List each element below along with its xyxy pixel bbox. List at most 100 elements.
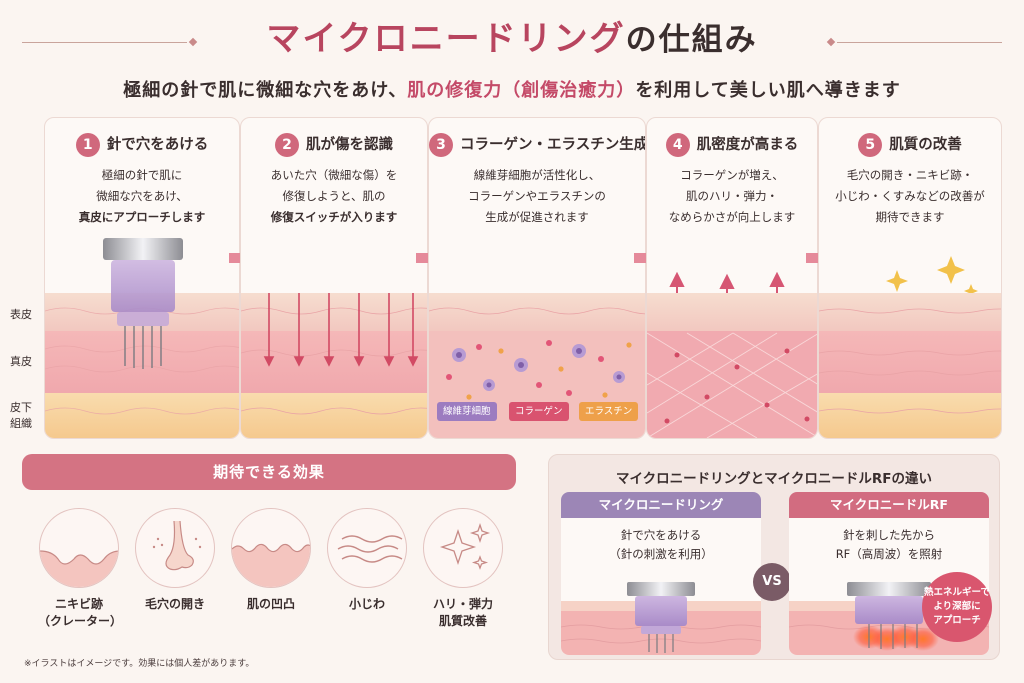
step-2-number: 2: [275, 133, 299, 157]
comparison-desc-line: 針を刺した先から: [843, 528, 935, 542]
microneedle-device-icon: [103, 238, 183, 369]
step-5-desc-line: 毛穴の開き・ニキビ跡・: [846, 168, 974, 182]
step-3-card: 3 コラーゲン・エラスチン生成 線維芽細胞が活性化し、 コラーゲンやエラスチンの …: [428, 117, 646, 439]
step-4-card: 4 肌密度が高まる コラーゲンが増え、 肌のハリ・弾力・ なめらかさが向上します: [646, 117, 818, 439]
effect-label-line: 肌の凹凸: [246, 597, 295, 611]
step-2-desc-line: あいた穴（微細な傷）を: [270, 168, 398, 182]
step-1-card: 1 針で穴をあける 極細の針で肌に 微細な穴をあけ、 真皮にアプローチします: [44, 117, 240, 439]
step-3-desc-line: 線維芽細胞が活性化し、: [473, 168, 601, 182]
effect-item: 毛穴の開き: [134, 508, 216, 613]
step-2-title-text: 肌が傷を認識: [306, 137, 393, 153]
layer-label-subcutis: 組織: [10, 417, 32, 430]
step-1-desc-line: 微細な穴をあけ、: [96, 189, 188, 203]
step-4-desc-line: 肌のハリ・弾力・: [686, 189, 778, 203]
steps-row: 1 針で穴をあける 極細の針で肌に 微細な穴をあけ、 真皮にアプローチします: [22, 117, 1002, 442]
layer-label-dermis: 真皮: [10, 355, 32, 368]
effect-label-line: （クレーター）: [38, 614, 123, 628]
comparison-card-head: マイクロニードルRF: [789, 492, 989, 518]
step-5-desc: 毛穴の開き・ニキビ跡・ 小じわ・くすみなどの改善が 期待できます: [823, 165, 997, 228]
step-2-desc: あいた穴（微細な傷）を 修復しようと、肌の 修復スイッチが入ります: [245, 165, 423, 228]
step-1-title-text: 針で穴をあける: [106, 137, 209, 153]
subtitle-before: 極細の針で肌に微細な穴をあけ、: [123, 80, 408, 101]
wound-arrows: [263, 293, 419, 367]
step-2-desc-line: 修復スイッチが入ります: [270, 210, 398, 224]
step-3-title: 3 コラーゲン・エラスチン生成: [429, 133, 645, 157]
comparison-card-desc: 針を刺した先から RF（高周波）を照射: [789, 526, 989, 564]
elastin-dots: [466, 342, 632, 400]
comparison-panel: マイクロニードリングとマイクロニードルRFの違い マイクロニードリング 針で穴を…: [548, 454, 1000, 660]
step-1-desc-line: 真皮にアプローチします: [78, 210, 206, 224]
subtitle-after: を利用して美しい肌へ導きます: [635, 80, 901, 101]
effects-header: 期待できる効果: [22, 454, 516, 490]
uneven-skin-icon: [231, 508, 311, 588]
step-3-number: 3: [429, 133, 453, 157]
microneedle-device-icon: [627, 582, 695, 653]
step-1-title: 1 針で穴をあける: [45, 133, 239, 157]
comparison-desc-line: RF（高周波）を照射: [835, 547, 943, 561]
collagen-mesh: [647, 332, 817, 438]
step-4-desc-line: コラーゲンが増え、: [680, 168, 784, 182]
skin-cross-section: [819, 293, 1001, 438]
footnote: ※イラストはイメージです。効果には個人差があります。: [24, 659, 255, 669]
step-1-desc-line: 極細の針で肌に: [101, 168, 183, 182]
comparison-desc-line: 針で穴をあける: [620, 528, 702, 542]
step-3-desc-line: 生成が促進されます: [485, 210, 589, 224]
heat-note-line: アプローチ: [933, 615, 981, 626]
comparison-card-head: マイクロニードリング: [561, 492, 761, 518]
step-4-title-text: 肌密度が高まる: [696, 137, 799, 153]
tag-fibroblast: 線維芽細胞: [437, 402, 497, 421]
layer-label-subcutis: 皮下: [10, 401, 32, 414]
effect-label-line: 毛穴の開き: [144, 597, 205, 611]
effect-label: ハリ・弾力肌質改善: [422, 596, 504, 630]
step-1-number: 1: [75, 133, 100, 157]
effect-label: 肌の凹凸: [230, 596, 312, 613]
effect-label-line: 肌質改善: [438, 614, 487, 628]
effect-label-line: ハリ・弾力: [432, 597, 493, 611]
page-title: マイクロニードリングの仕組み: [266, 14, 757, 65]
step-5-desc-line: 期待できます: [875, 210, 945, 224]
vs-badge: VS: [753, 563, 791, 601]
title-ornament-left: [188, 37, 198, 47]
step-3-title-text: コラーゲン・エラスチン生成: [460, 137, 646, 153]
sparkle-icon: [423, 508, 503, 588]
effects-panel: 期待できる効果 ニキビ跡 （クレーター） 毛穴の開き 肌の凹凸 小じわ: [22, 454, 516, 654]
effect-label-line: ニキビ跡: [54, 597, 103, 611]
step-3-desc: 線維芽細胞が活性化し、 コラーゲンやエラスチンの 生成が促進されます: [433, 165, 641, 228]
comparison-title: マイクロニードリングとマイクロニードルRFの違い: [615, 471, 933, 487]
tag-collagen: コラーゲン: [509, 402, 569, 421]
effect-label-line: 小じわ: [348, 597, 385, 611]
title-divider-right: [837, 42, 1002, 43]
effect-item: ニキビ跡 （クレーター）: [38, 508, 123, 630]
effect-label: 小じわ: [326, 596, 408, 613]
page-title-main: マイクロニードリング: [266, 19, 626, 59]
step-1-desc: 極細の針で肌に 微細な穴をあけ、 真皮にアプローチします: [49, 165, 235, 228]
comparison-card-rf: マイクロニードルRF 針を刺した先から RF（高周波）を照射: [789, 492, 989, 655]
skin-cross-section: [241, 293, 427, 438]
step-2-title: 2 肌が傷を認識: [241, 133, 427, 157]
effect-item: 小じわ: [326, 508, 408, 613]
step-4-desc: コラーゲンが増え、 肌のハリ・弾力・ なめらかさが向上します: [651, 165, 813, 228]
wrinkle-waves-icon: [327, 508, 407, 588]
heat-energy-note: 熱エネルギーでより深部にアプローチ: [922, 572, 992, 642]
comparison-desc-line: （針の刺激を利用）: [609, 547, 713, 561]
comparison-card-desc: 針で穴をあける （針の刺激を利用）: [561, 526, 761, 564]
step-4-number: 4: [665, 133, 690, 157]
collagen-dots: [446, 340, 604, 396]
title-row: マイクロニードリングの仕組み: [0, 14, 1024, 64]
sparkle-icon: [886, 256, 978, 298]
title-divider-left: [22, 42, 187, 43]
page-title-rest: の仕組み: [625, 22, 758, 58]
comparison-card-microneedling: マイクロニードリング 針で穴をあける （針の刺激を利用）: [561, 492, 761, 655]
effect-label: ニキビ跡 （クレーター）: [38, 596, 123, 630]
step-2-desc-line: 修復しようと、肌の: [282, 189, 386, 203]
tag-elastin: エラスチン: [579, 402, 639, 421]
heat-note-line: 熱エネルギーで: [924, 587, 990, 598]
step-4-desc-line: なめらかさが向上します: [668, 210, 796, 224]
heat-note-line: より深部に: [933, 601, 981, 612]
page-subtitle: 極細の針で肌に微細な穴をあけ、肌の修復力（創傷治癒力）を利用して美しい肌へ導きま…: [0, 76, 1024, 102]
skin-cross-section: [45, 293, 239, 438]
step-5-title-text: 肌質の改善: [889, 137, 962, 153]
